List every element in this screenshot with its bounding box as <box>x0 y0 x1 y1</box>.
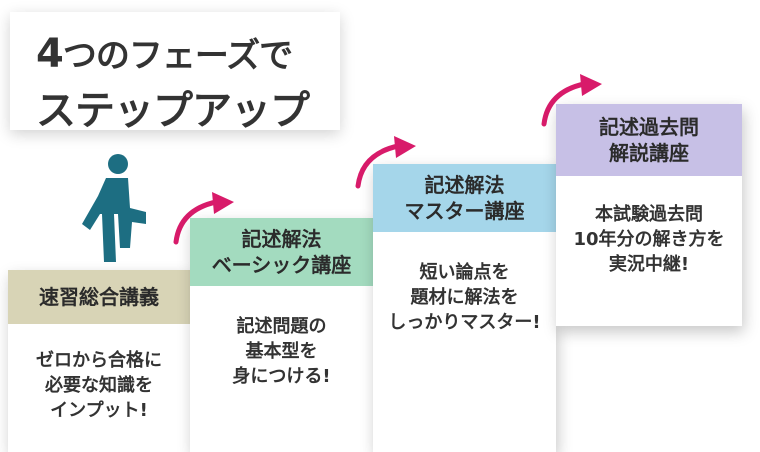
step-card-3: 記述解法 マスター講座 短い論点を 題材に解法を しっかりマスター! <box>373 164 556 452</box>
step-heading: 記述解法 ベーシック講座 <box>190 218 373 286</box>
step-description-line: 必要な知識を <box>45 375 153 396</box>
step-heading: 記述解法 マスター講座 <box>373 164 556 232</box>
step-description-line: 本試験過去問 <box>595 204 703 225</box>
step-heading-line: 解説講座 <box>609 141 689 165</box>
title-line-1-text: つのフェーズで <box>62 36 293 76</box>
title-line-2: ステップアップ <box>36 88 310 134</box>
curved-arrow-icon <box>355 136 416 189</box>
step-description-line: 題材に解法を <box>410 287 519 308</box>
step-card-4: 記述過去問 解説講座 本試験過去問 10年分の解き方を 実況中継! <box>556 104 742 326</box>
step-card-1: 速習総合講義 ゼロから合格に 必要な知識を インプット! <box>8 270 190 452</box>
step-description-line: しっかりマスター! <box>388 312 541 333</box>
step-description-line: 記述問題の <box>236 316 327 337</box>
step-description: 記述問題の 基本型を 身につける! <box>190 314 373 389</box>
title-number: 4 <box>36 31 64 77</box>
curved-arrow-icon <box>541 74 602 127</box>
step-description: 本試験過去問 10年分の解き方を 実況中継! <box>556 202 742 277</box>
person-climbing-stairs-icon <box>82 154 146 262</box>
step-heading-line: 速習総合講義 <box>39 285 159 309</box>
step-description: ゼロから合格に 必要な知識を インプット! <box>8 348 190 423</box>
curved-arrow-icon <box>173 192 234 245</box>
step-heading-line: 記述解法 <box>241 227 322 251</box>
step-heading: 記述過去問 解説講座 <box>556 104 742 176</box>
title-line-1: 4つのフェーズで <box>36 28 293 77</box>
step-description-line: 短い論点を <box>419 262 510 283</box>
step-heading-line: マスター講座 <box>404 199 525 223</box>
step-description-line: インプット! <box>50 400 148 421</box>
step-heading: 速習総合講義 <box>8 270 190 324</box>
step-description-line: 基本型を <box>245 341 318 362</box>
step-card-2: 記述解法 ベーシック講座 記述問題の 基本型を 身につける! <box>190 218 373 452</box>
title-box: 4つのフェーズで ステップアップ <box>10 12 340 134</box>
step-heading-line: 記述過去問 <box>599 115 699 139</box>
step-description-line: 10年分の解き方を <box>573 229 725 250</box>
step-description-line: 実況中継! <box>608 254 690 275</box>
step-heading-line: ベーシック講座 <box>211 253 352 277</box>
step-description-line: ゼロから合格に <box>36 350 162 371</box>
step-description-line: 身につける! <box>232 366 331 387</box>
step-description: 短い論点を 題材に解法を しっかりマスター! <box>373 260 556 335</box>
step-heading-line: 記述解法 <box>424 173 505 197</box>
